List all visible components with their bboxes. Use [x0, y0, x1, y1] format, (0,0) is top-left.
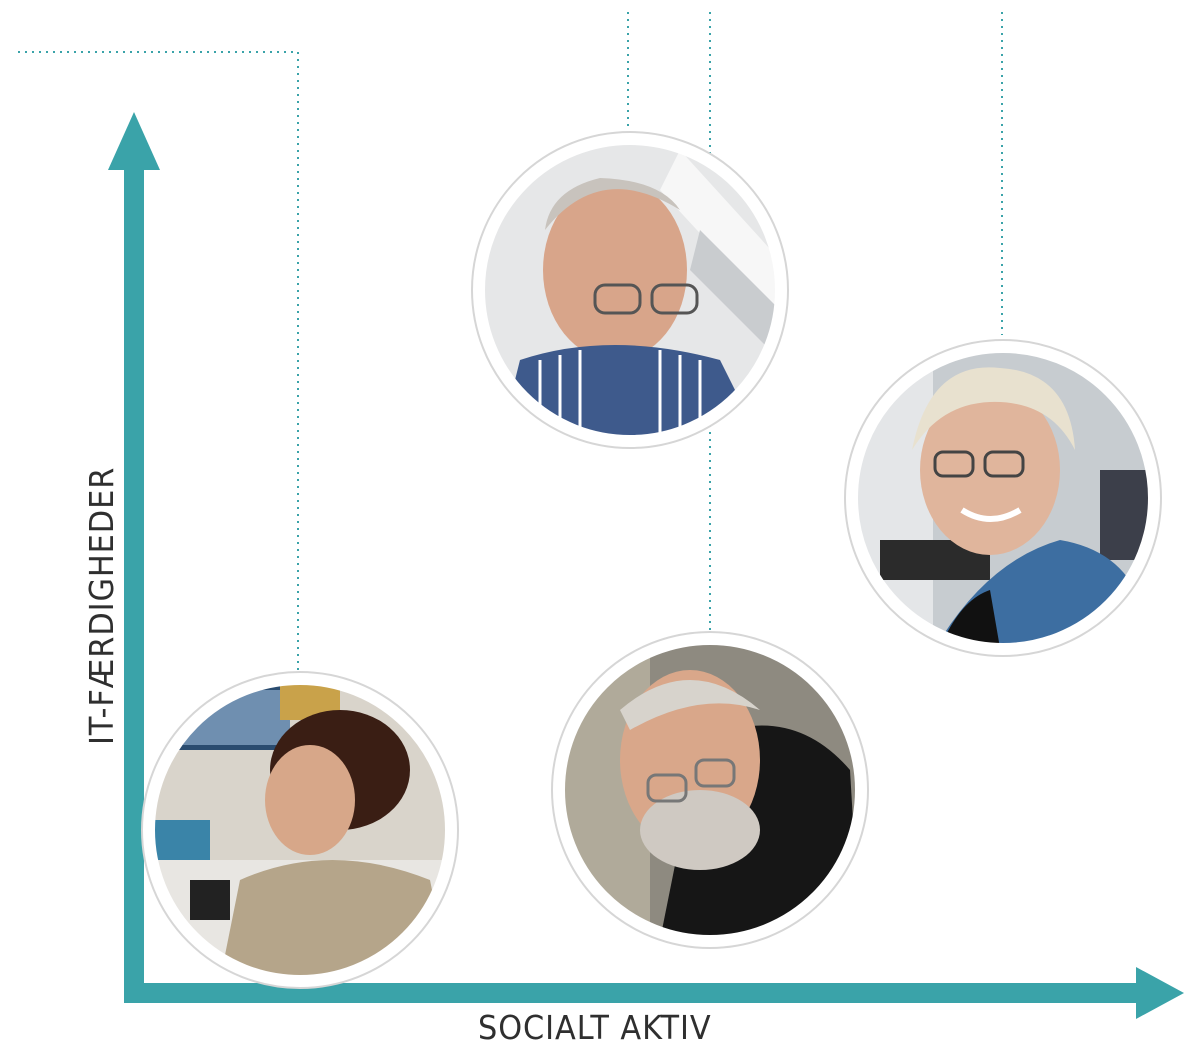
axes: [108, 112, 1184, 1019]
x-axis-arrowhead: [1136, 967, 1184, 1019]
y-axis-line: [124, 165, 144, 1003]
x-axis-line: [124, 983, 1144, 1003]
guide-line-persona-1: [18, 51, 299, 675]
persona-photo-woman-dark-hair: [141, 671, 459, 989]
persona-photo-woman-blue-towel: [844, 339, 1162, 657]
persona-photo-man-striped-shirt: [471, 131, 789, 449]
y-axis-arrowhead: [108, 112, 160, 170]
x-axis-label: SOCIALT AKTIV: [478, 1008, 712, 1047]
y-axis-label: IT-FÆRDIGHEDER: [82, 466, 121, 745]
persona-photo-man-white-beard: [551, 631, 869, 949]
